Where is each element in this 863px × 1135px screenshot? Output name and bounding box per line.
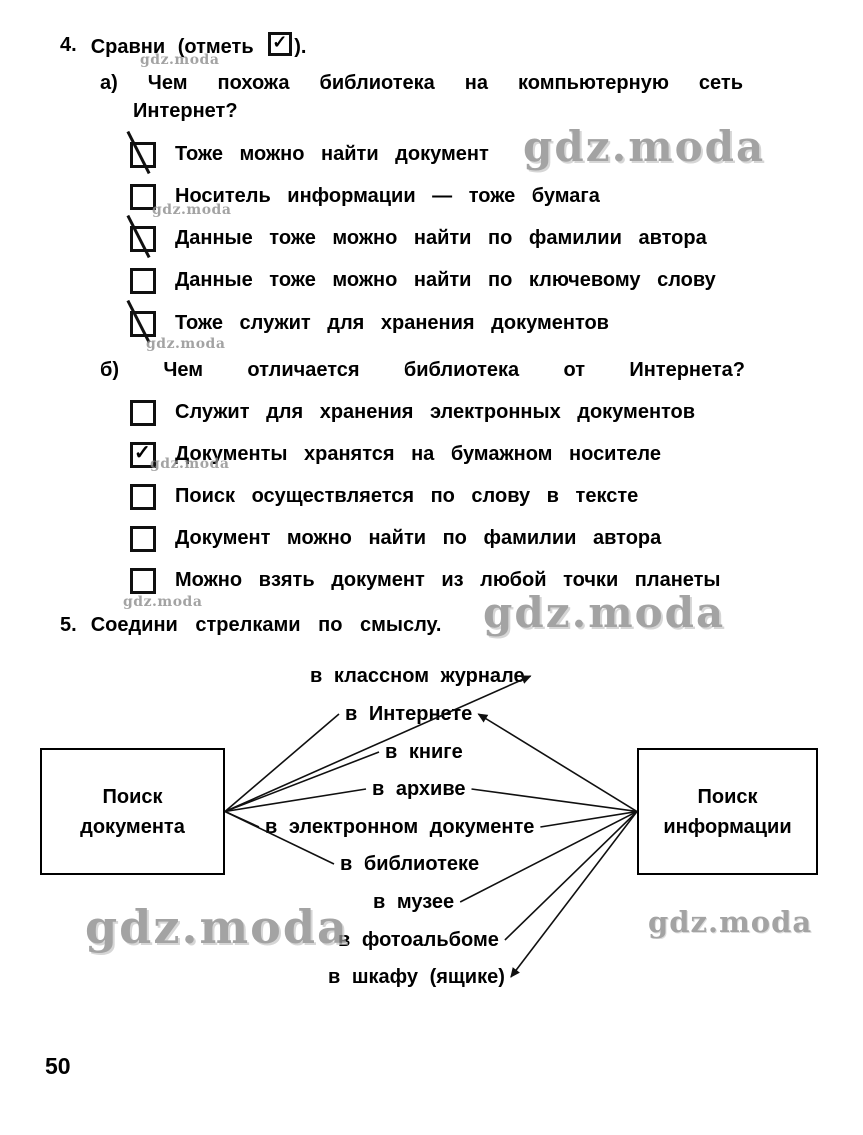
task4-title: Сравни (отметь ✓). — [90, 32, 307, 60]
check-icon: ✓ — [134, 442, 151, 464]
checkbox[interactable]: ✓ — [130, 268, 156, 294]
checkbox[interactable]: ✓ — [130, 568, 156, 594]
checkbox-label: Документы хранятся на бумажном носителе — [175, 443, 661, 465]
task5-phrase[interactable]: в библиотеке — [340, 853, 480, 875]
page-number: 50 — [45, 1053, 71, 1079]
slash-mark-icon — [126, 214, 151, 259]
checkbox[interactable]: ✓ — [126, 130, 156, 175]
checkbox-item: ✓ Поиск осуществляется по слову в тексте — [130, 482, 638, 510]
task5-header: 5. Соедини стрелками по смыслу. — [60, 612, 441, 638]
checkbox-item: ✓ Тоже служит для хранения документов — [126, 299, 609, 344]
question-a-line1: а) Чем похожа библиотека на компьютерную… — [100, 72, 743, 94]
checkbox-label: Данные тоже можно найти по фамилии автор… — [175, 227, 707, 249]
checkbox-item: ✓ Служит для хранения электронных докуме… — [130, 398, 695, 426]
task4-title-suffix: ). — [294, 36, 307, 58]
task5-phrase[interactable]: в классном журнале — [310, 665, 525, 687]
task5-phrase[interactable]: в фотоальбоме — [338, 929, 499, 951]
checkbox-label: Носитель информации — тоже бумага — [175, 185, 600, 207]
task5-phrase[interactable]: в электронном документе — [265, 816, 535, 838]
checkbox-item: ✓ Тоже можно найти документ — [126, 130, 489, 175]
watermark: gdz.moda — [85, 900, 349, 954]
checkbox-label: Данные тоже можно найти по ключевому сло… — [175, 269, 716, 291]
checkbox-label: Тоже служит для хранения документов — [175, 312, 609, 334]
watermark: gdz.moda — [483, 588, 726, 637]
watermark: gdz.moda — [648, 905, 813, 939]
checkbox-item: ✓ Документ можно найти по фамилии автора — [130, 524, 661, 552]
checkbox[interactable]: ✓ — [130, 442, 156, 468]
checkbox[interactable]: ✓ — [126, 299, 156, 344]
checkbox[interactable]: ✓ — [130, 400, 156, 426]
task5-phrase[interactable]: в Интернете — [345, 703, 473, 725]
checkbox[interactable]: ✓ — [130, 184, 156, 210]
check-icon: ✓ — [272, 32, 288, 52]
task5-phrase[interactable]: в архиве — [372, 778, 466, 800]
checkbox-item: ✓ Данные тоже можно найти по фамилии авт… — [126, 214, 707, 259]
checkbox[interactable]: ✓ — [130, 526, 156, 552]
task5-box-document[interactable]: Поиск документа — [40, 748, 225, 875]
checkbox-label: Документ можно найти по фамилии автора — [175, 527, 662, 549]
question-a-line2: Интернет? — [133, 100, 238, 122]
task5-phrase[interactable]: в музее — [373, 891, 455, 913]
watermark: gdz.moda — [146, 336, 226, 352]
slash-mark-icon — [126, 130, 151, 175]
checkbox[interactable]: ✓ — [126, 214, 156, 259]
task5-phrase[interactable]: в шкафу (ящике) — [328, 966, 505, 988]
checkbox[interactable]: ✓ — [130, 484, 156, 510]
checkbox-item: ✓ Носитель информации — тоже бумага — [130, 182, 600, 210]
checkbox-label: Можно взять документ из любой точки план… — [175, 569, 721, 591]
checkbox-label: Поиск осуществляется по слову в тексте — [175, 485, 639, 507]
task5-box-information[interactable]: Поиск информации — [637, 748, 818, 875]
checkbox-item: ✓ Можно взять документ из любой точки пл… — [130, 566, 721, 594]
watermark: gdz.moda — [123, 594, 203, 610]
task5-phrase[interactable]: в книге — [385, 741, 463, 763]
task5-title: Соедини стрелками по смыслу. — [90, 614, 442, 636]
task4-header: 4. Сравни (отметь ✓). — [60, 32, 306, 60]
task5-number: 5. — [60, 614, 77, 636]
checkbox-item: ✓ Документы хранятся на бумажном носител… — [130, 440, 661, 468]
question-b: б) Чем отличается библиотека от Интернет… — [100, 359, 745, 381]
watermark: gdz.moda — [523, 122, 766, 171]
sample-checkbox[interactable]: ✓ — [268, 32, 293, 56]
task4-title-text: Сравни (отметь — [90, 36, 254, 58]
task4-number: 4. — [60, 34, 77, 56]
checkbox-label: Тоже можно найти документ — [175, 143, 489, 165]
checkbox-item: ✓ Данные тоже можно найти по ключевому с… — [130, 266, 716, 294]
checkbox-label: Служит для хранения электронных документ… — [175, 401, 696, 423]
slash-mark-icon — [126, 299, 151, 344]
